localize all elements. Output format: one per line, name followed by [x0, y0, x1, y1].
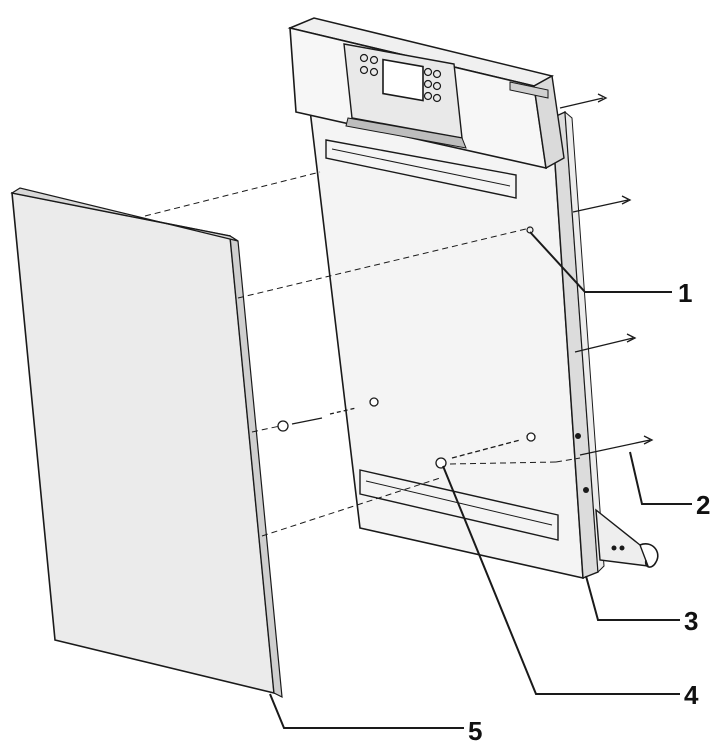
side-screws	[559, 93, 654, 456]
leader-line-4	[442, 465, 680, 695]
hinge-bracket	[595, 508, 659, 568]
leader-line-2	[629, 451, 692, 505]
callout-5: 5	[468, 716, 482, 746]
door-frame	[309, 109, 659, 580]
leader-line-5	[269, 693, 464, 729]
alignment-lines	[144, 171, 581, 537]
callout-leaders	[269, 231, 692, 729]
control-panel-header	[287, 17, 565, 170]
panel-screws	[277, 397, 536, 469]
callout-2: 2	[696, 490, 710, 520]
callout-1: 1	[678, 278, 692, 308]
leader-line-3	[585, 575, 680, 621]
callout-3: 3	[684, 606, 698, 636]
callout-labels: 1 2 3 4 5	[468, 278, 710, 746]
leader-line-1	[529, 231, 672, 293]
callout-4: 4	[684, 680, 699, 710]
decor-panel	[10, 187, 283, 699]
